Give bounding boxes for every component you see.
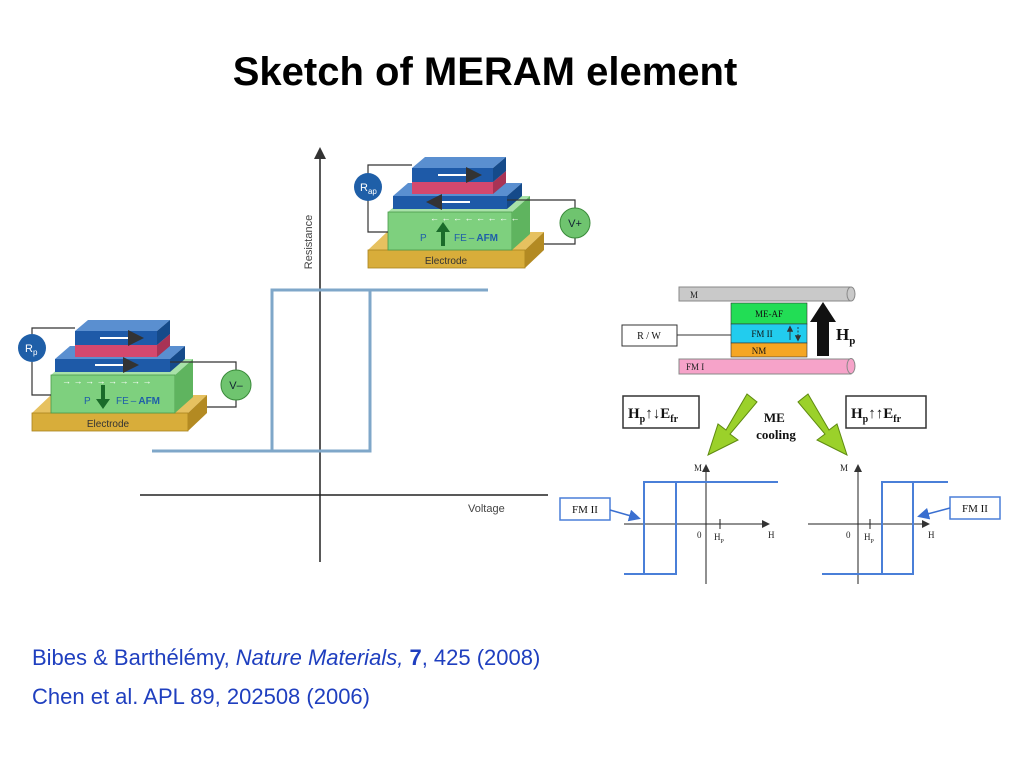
svg-text:Hp↑↑Efr: Hp↑↑Efr: [851, 406, 902, 425]
resistor-ap-icon: [354, 173, 382, 201]
slide-title: Sketch of MERAM element: [232, 50, 738, 94]
box-arrows: ↑↑: [868, 406, 883, 422]
fm2-callout-label: FM II: [962, 503, 988, 515]
resistor-p-icon: [18, 334, 46, 362]
source-label: V+: [568, 218, 582, 230]
box-e-sub: fr: [893, 414, 901, 425]
device-antiparallel: Electrode ← ← ← ← ← ← ← ← P FE–AFM Rap: [354, 157, 591, 269]
hp-label: H: [836, 325, 849, 344]
voltage-source-positive-icon: [559, 207, 591, 239]
resistor-label: R: [25, 343, 33, 355]
mh-loop-right: M H 0 HP FM II: [808, 463, 1001, 584]
layer-label-fe: FE: [454, 233, 467, 244]
box-h-sub: p: [640, 414, 646, 425]
svg-text:Rp: Rp: [25, 343, 38, 357]
layer-fm1-label: FM I: [686, 362, 704, 372]
mh-hysteresis-curve: [822, 481, 948, 575]
citation-1-journal: Nature Materials,: [235, 645, 404, 670]
resistor-subscript: ap: [368, 187, 377, 196]
cooling-conditions: Hp↑↓Efr Hp↑↑Efr ME cooling: [622, 393, 927, 456]
hp-subscript: p: [849, 335, 855, 347]
cooling-arrow-left-icon: [707, 393, 758, 456]
layer-meaf-label: ME-AF: [755, 309, 783, 319]
hp-tick-label: H: [864, 532, 871, 542]
m-axis-label: M: [694, 463, 702, 473]
citation-1: Bibes & Barthélémy, Nature Materials, 7,…: [32, 645, 540, 671]
layer-label-afm: AFM: [476, 233, 498, 244]
svg-text:HP: HP: [864, 532, 875, 545]
hp-up-arrow: [810, 302, 836, 356]
citation-2: Chen et al. APL 89, 202508 (2006): [32, 684, 370, 709]
cooling-arrow-right-icon: [797, 393, 848, 456]
svg-text:Hp: Hp: [836, 325, 855, 347]
h-axis-label: H: [928, 530, 935, 540]
box-e: E: [883, 406, 893, 422]
layer-fm2-label: FM II: [751, 329, 772, 339]
origin-label: 0: [846, 530, 851, 540]
mh-loop-left: M H 0 HP FM II: [559, 463, 778, 584]
layer-label-afm: AFM: [138, 396, 160, 407]
polarization-up-arrow: [436, 222, 450, 246]
resistance-voltage-plot: Resistance Voltage: [140, 147, 548, 562]
hp-tick-sub: P: [871, 539, 875, 545]
citation-1-rest: , 425 (2008): [421, 645, 541, 670]
layer-nm-label: NM: [752, 346, 767, 356]
svg-text:FE–AFM: FE–AFM: [454, 233, 498, 244]
origin-label: 0: [697, 530, 702, 540]
hp-tick-sub: P: [721, 539, 725, 545]
layer-label-p: P: [420, 233, 427, 244]
svg-text:FE–AFM: FE–AFM: [116, 396, 160, 407]
x-axis-label: Voltage: [468, 503, 505, 515]
h-axis-label: H: [768, 530, 775, 540]
me-cooling-label: ME cooling: [756, 410, 796, 442]
layer-label-dash: –: [469, 233, 475, 244]
layer-m-label: M: [690, 290, 698, 300]
svg-text:→ → → → → → → →: → → → → → → → →: [62, 376, 152, 386]
hp-tick-label: H: [714, 532, 721, 542]
parallel-field-box: [845, 395, 927, 429]
rw-label: R / W: [637, 331, 661, 342]
layer-label-fe: FE: [116, 396, 129, 407]
voltage-source-negative-icon: [220, 369, 252, 401]
mh-hysteresis-curve: [624, 481, 778, 575]
svg-text:Rap: Rap: [360, 182, 377, 196]
polarization-down-arrow: [96, 385, 110, 409]
fm2-callout-box: [559, 497, 611, 521]
citation-1-volume: 7: [409, 645, 422, 670]
electrode-label: Electrode: [425, 256, 468, 267]
y-axis-label: Resistance: [303, 215, 315, 269]
layer-label-dash: –: [131, 396, 137, 407]
svg-text:← ← ← ← ← ← ← ←: ← ← ← ← ← ← ← ←: [430, 213, 520, 223]
svg-text:Hp↑↓Efr: Hp↑↓Efr: [628, 406, 679, 425]
antiparallel-field-box: [622, 395, 700, 429]
resistor-label: R: [360, 182, 368, 194]
electrode-label: Electrode: [87, 419, 130, 430]
me-layer-stack: M ME-AF FM II NM FM I R / W Hp: [621, 286, 856, 375]
box-arrows: ↑↓: [645, 406, 660, 422]
box-h: H: [851, 406, 863, 422]
citation-1-authors: Bibes & Barthélémy,: [32, 645, 236, 670]
box-e: E: [660, 406, 670, 422]
layer-label-p: P: [84, 396, 91, 407]
box-h: H: [628, 406, 640, 422]
resistor-subscript: p: [33, 348, 38, 357]
fm2-callout-label: FM II: [572, 504, 598, 516]
device-parallel: Electrode → → → → → → → → P FE–AFM Rp V–: [18, 320, 252, 432]
box-h-sub: p: [863, 414, 869, 425]
svg-text:HP: HP: [714, 532, 725, 545]
box-e-sub: fr: [670, 414, 678, 425]
source-label: V–: [229, 380, 243, 392]
m-axis-label: M: [840, 463, 848, 473]
